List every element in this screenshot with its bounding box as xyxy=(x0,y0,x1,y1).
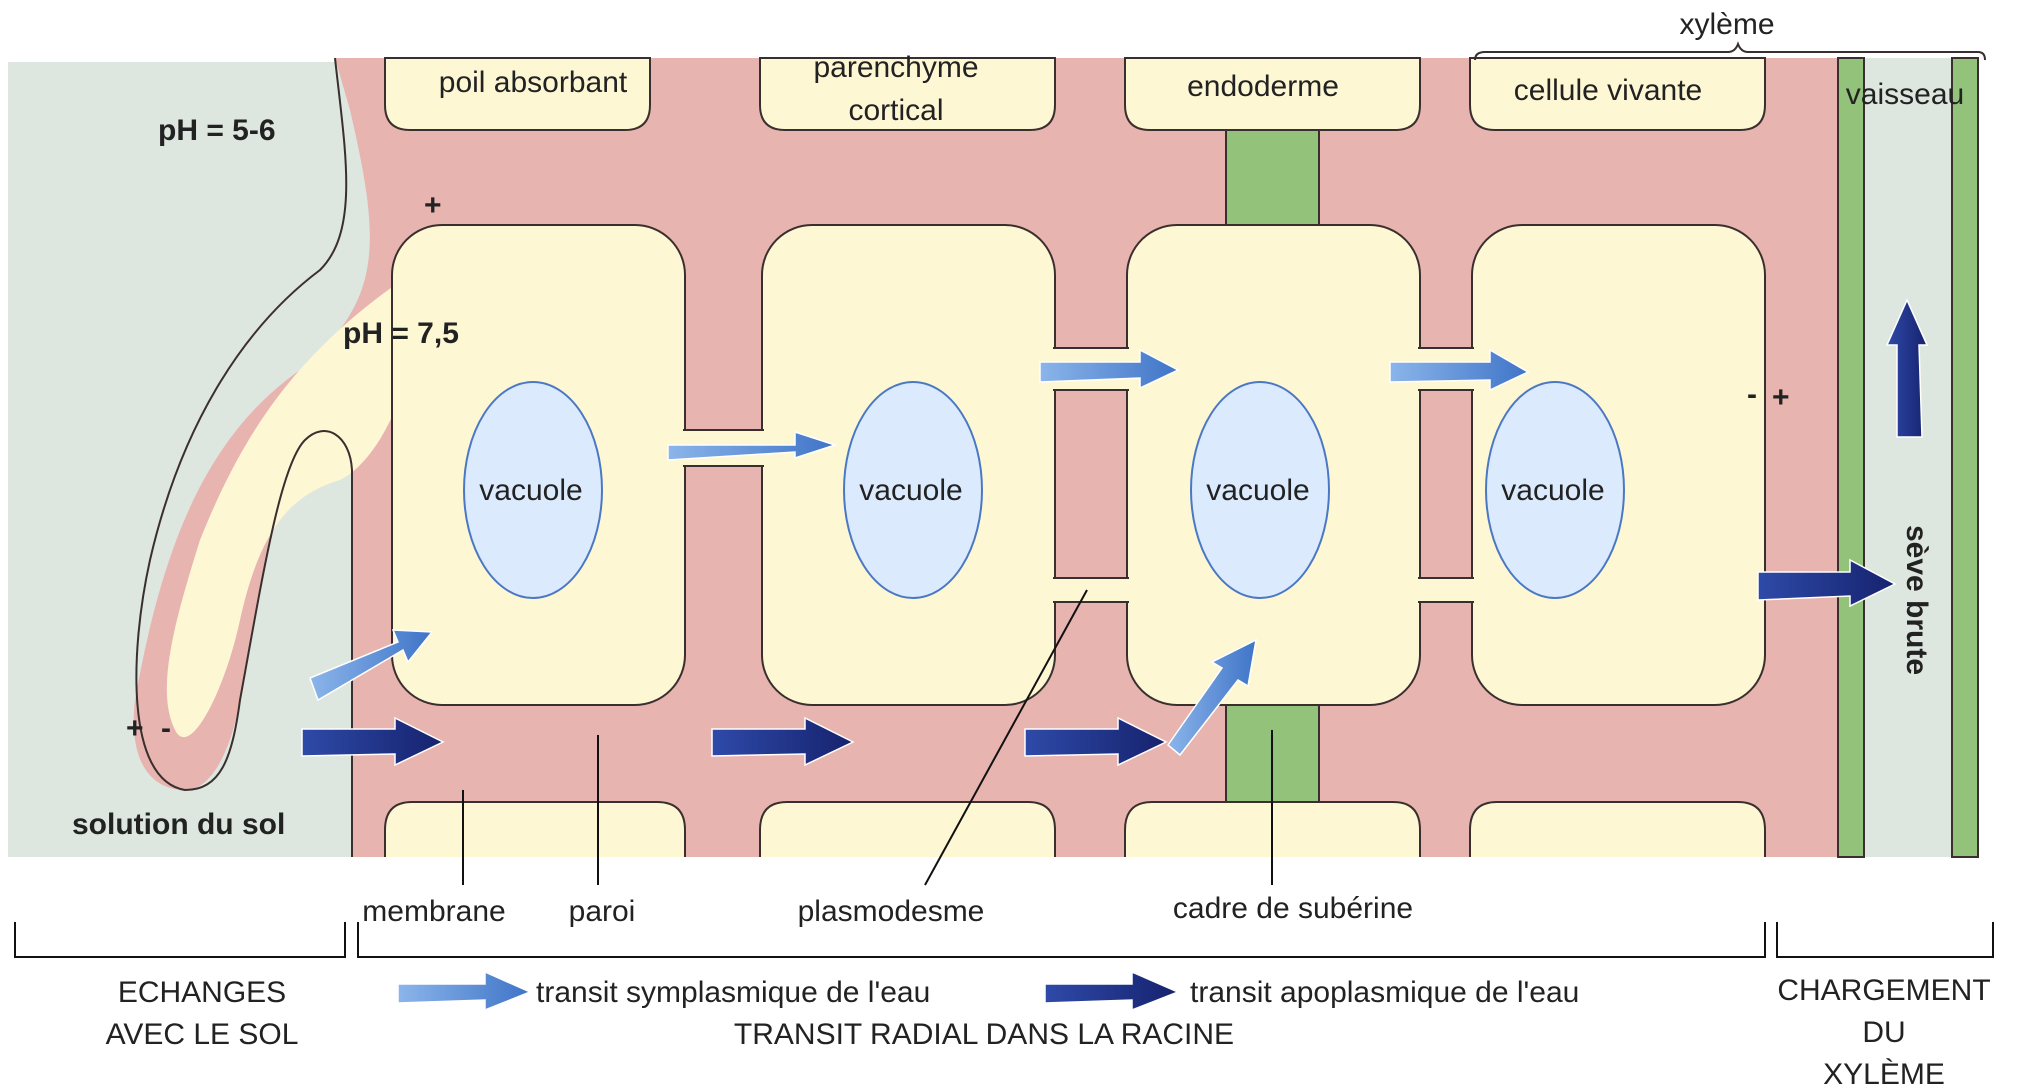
raw-sap-label: sève brute xyxy=(1900,525,1933,675)
cortical-label-line2: cortical xyxy=(848,94,943,127)
wall-label: paroi xyxy=(569,895,636,928)
bracket-loading xyxy=(1777,922,1993,957)
ph-soil-label: pH = 5-6 xyxy=(158,114,276,147)
charge-minus-xylem: - xyxy=(1747,378,1757,411)
vacuole-4-label: vacuole xyxy=(1501,474,1604,507)
suberin-label: cadre de subérine xyxy=(1173,892,1413,925)
plasmodesm-channel-3b xyxy=(1418,578,1474,602)
legend-symplastic-arrow xyxy=(398,972,530,1010)
suberin-frame-top xyxy=(1226,130,1319,225)
cell-cortical-bottom xyxy=(760,802,1055,857)
charge-minus-soil: - xyxy=(161,712,171,745)
soil-solution-label: solution du sol xyxy=(72,808,285,841)
ph-root-label: pH = 7,5 xyxy=(343,317,459,350)
legend-symplastic-label: transit symplasmique de l'eau xyxy=(536,976,930,1009)
loading-label-line1: CHARGEMENT xyxy=(1777,974,1990,1007)
membrane-label: membrane xyxy=(362,895,505,928)
xylem-label: xylème xyxy=(1679,8,1774,41)
xylem-vessel-wall-left xyxy=(1838,58,1864,857)
cortical-label-line1: parenchyme xyxy=(813,51,978,84)
bracket-exchanges xyxy=(15,922,345,957)
endoderm-label: endoderme xyxy=(1187,70,1339,103)
exchanges-label-line2: AVEC LE SOL xyxy=(106,1018,299,1051)
plasmodesm-label: plasmodesme xyxy=(798,895,985,928)
charge-plus-xylem: + xyxy=(1772,381,1790,414)
cell-living-bottom xyxy=(1470,802,1765,857)
legend-apoplastic-arrow xyxy=(1045,972,1178,1010)
loading-label-line3: XYLÈME xyxy=(1823,1058,1945,1090)
xylem-vessel-wall-right xyxy=(1952,58,1978,857)
loading-label-line2: DU xyxy=(1862,1016,1905,1049)
xylem-vessel-lumen xyxy=(1862,58,1952,857)
charge-plus-root-hair: + xyxy=(424,189,442,222)
living-cell-label: cellule vivante xyxy=(1514,74,1702,107)
vacuole-2-label: vacuole xyxy=(859,474,962,507)
vessel-label: vaisseau xyxy=(1846,78,1964,111)
vacuole-3-label: vacuole xyxy=(1206,474,1309,507)
radial-transit-label: TRANSIT RADIAL DANS LA RACINE xyxy=(734,1018,1234,1051)
plasmodesm-channel-2b xyxy=(1053,578,1129,602)
charge-plus-soil: + xyxy=(126,712,144,745)
exchanges-label-line1: ECHANGES xyxy=(118,976,286,1009)
legend-apoplastic-label: transit apoplasmique de l'eau xyxy=(1190,976,1579,1009)
root-hair-label: poil absorbant xyxy=(439,66,628,99)
cell-root-hair-bottom xyxy=(385,802,685,857)
vacuole-1-label: vacuole xyxy=(479,474,582,507)
